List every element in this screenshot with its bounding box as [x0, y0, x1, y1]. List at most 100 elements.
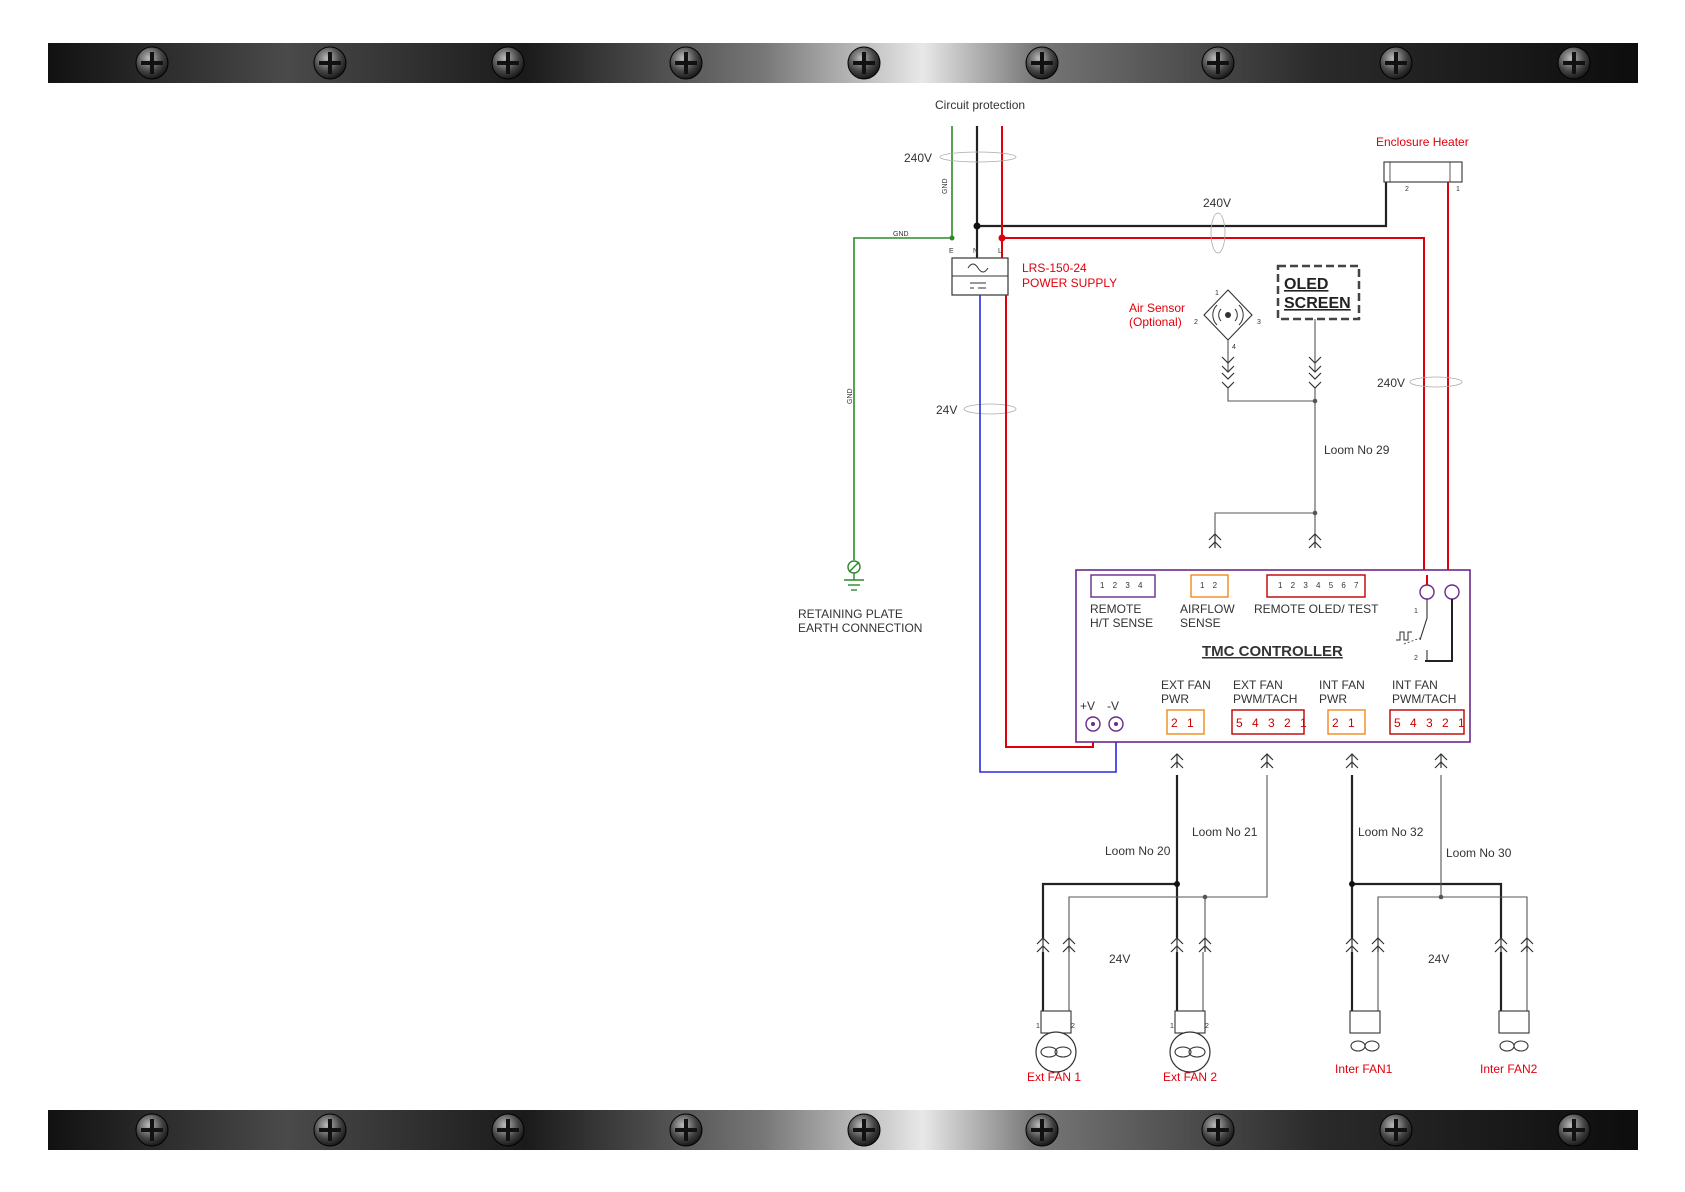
air-sensor-pin-4: 4 — [1232, 344, 1236, 351]
screw-icon — [847, 46, 881, 80]
connector-icon — [1345, 937, 1359, 953]
voltage-label-mains: 240V — [904, 151, 932, 165]
oled-label-1: OLED — [1284, 276, 1328, 293]
power-supply: E N L — [949, 248, 1009, 296]
ext-fan-1-label: Ext FAN 1 — [1027, 1070, 1081, 1084]
screw-icon — [135, 46, 169, 80]
top-metal-bar — [48, 43, 1638, 83]
psu-label-model: LRS-150-24 — [1022, 261, 1087, 275]
psu-label-name: POWER SUPPLY — [1022, 276, 1117, 290]
connector-icon — [1308, 356, 1322, 373]
connector-icon — [1221, 356, 1235, 373]
screw-icon — [1201, 1113, 1235, 1147]
ext-fan-pwm-label-2: PWM/TACH — [1233, 692, 1297, 706]
int-fan-pwm-label-1: INT FAN — [1392, 678, 1438, 692]
air-sensor-label-1: Air Sensor — [1129, 301, 1185, 315]
screw-icon — [1025, 46, 1059, 80]
circuit-protection-label: Circuit protection — [935, 98, 1025, 112]
air-sensor-pin-3: 3 — [1257, 319, 1261, 326]
airflow-label-1: AIRFLOW — [1180, 602, 1235, 616]
inter-fan-1-label: Inter FAN1 — [1335, 1062, 1393, 1076]
relay-pin-2: 2 — [1414, 655, 1418, 662]
voltage-label-ext-fans: 24V — [1109, 952, 1130, 966]
air-sensor-pin-1: 1 — [1215, 290, 1219, 297]
enclosure-heater: 2 1 — [1383, 161, 1463, 193]
earth-wire — [853, 237, 952, 560]
voltage-label-24v: 24V — [936, 403, 957, 417]
screw-icon — [1201, 46, 1235, 80]
air-sensor-pin-2: 2 — [1194, 319, 1198, 326]
screw-icon — [1025, 1113, 1059, 1147]
air-sensor-label-2: (Optional) — [1129, 315, 1182, 329]
ext-fan-1-icon — [1035, 952, 1077, 1073]
voltage-label-heater: 240V — [1377, 376, 1405, 390]
screw-icon — [669, 1113, 703, 1147]
loom-29-wire — [1214, 388, 1316, 534]
screw-icon — [1379, 1113, 1413, 1147]
connector-icon — [1371, 937, 1385, 953]
gnd-label-horizontal: GND — [893, 231, 909, 238]
inter-fan-2-label: Inter FAN2 — [1480, 1062, 1538, 1076]
bottom-metal-bar — [48, 1110, 1638, 1150]
connector-icon — [1062, 937, 1076, 953]
heater-pin-1: 1 — [1456, 186, 1460, 193]
power-plus-label: +V — [1080, 699, 1095, 713]
dc-negative-wire — [979, 295, 1117, 773]
connector-icon — [1494, 937, 1508, 953]
connector-icon — [1345, 753, 1359, 769]
ext-fan-pwr-label-1: EXT FAN — [1161, 678, 1211, 692]
loom-20-wire — [1041, 775, 1179, 938]
fan-pin-label: 1 — [1036, 1023, 1040, 1030]
inter-fan-2-icon — [1498, 952, 1530, 1052]
ext-fan-pwm-pins: 5 4 3 2 1 — [1236, 716, 1310, 730]
psu-terminal-n: N — [973, 248, 978, 255]
connector-icon — [1036, 937, 1050, 953]
ext-fan-2-label: Ext FAN 2 — [1163, 1070, 1217, 1084]
loom-30-label: Loom No 30 — [1446, 846, 1512, 860]
loom-32-label: Loom No 32 — [1358, 825, 1424, 839]
connector-icon — [1520, 937, 1534, 953]
ext-fan-2-icon — [1169, 952, 1211, 1073]
controller-title: TMC CONTROLLER — [1202, 643, 1343, 660]
int-fan-pwm-pins: 5 4 3 2 1 — [1394, 716, 1468, 730]
connector-icon — [1260, 753, 1274, 769]
connector-icon — [1434, 753, 1448, 769]
screw-icon — [135, 1113, 169, 1147]
screw-icon — [1557, 1113, 1591, 1147]
ext-fan-pwr-pins: 2 1 — [1171, 716, 1197, 730]
earth-label-line2: EARTH CONNECTION — [798, 621, 922, 635]
remote-ht-label-2: H/T SENSE — [1090, 616, 1153, 630]
ext-fan-pwm-label-1: EXT FAN — [1233, 678, 1283, 692]
relay-pin-1: 1 — [1414, 608, 1418, 615]
oled-screen: OLED SCREEN — [1276, 264, 1361, 321]
int-fan-pwr-label-2: PWR — [1319, 692, 1347, 706]
remote-ht-pins: 1 2 3 4 — [1100, 581, 1145, 590]
int-fan-pwr-label-1: INT FAN — [1319, 678, 1365, 692]
heater-label: Enclosure Heater — [1376, 135, 1469, 149]
int-fan-pwr-pins: 2 1 — [1332, 716, 1358, 730]
airflow-label-2: SENSE — [1180, 616, 1221, 630]
inter-fan-1-icon — [1349, 952, 1381, 1052]
voltage-label-int-fans: 24V — [1428, 952, 1449, 966]
remote-oled-pins: 1 2 3 4 5 6 7 — [1278, 581, 1361, 590]
screw-icon — [313, 46, 347, 80]
loom-20-label: Loom No 20 — [1105, 844, 1171, 858]
fan-pin-label: 2 — [1205, 1023, 1209, 1030]
fan-pin-label: 2 — [1071, 1023, 1075, 1030]
psu-terminal-l: L — [998, 248, 1002, 255]
screw-icon — [847, 1113, 881, 1147]
screw-icon — [313, 1113, 347, 1147]
int-fan-pwm-label-2: PWM/TACH — [1392, 692, 1456, 706]
loom-30-wire — [1377, 775, 1528, 938]
loom-21-label: Loom No 21 — [1192, 825, 1258, 839]
screw-icon — [491, 46, 525, 80]
gnd-label-vertical: GND — [942, 178, 949, 194]
connector-icon — [1308, 372, 1322, 389]
fan-pin-label: 1 — [1170, 1023, 1174, 1030]
screw-icon — [1379, 46, 1413, 80]
connector-icon — [1221, 372, 1235, 389]
connector-icon — [1170, 937, 1184, 953]
screw-icon — [1557, 46, 1591, 80]
connector-icon — [1308, 533, 1322, 549]
heater-pin-2: 2 — [1405, 186, 1409, 193]
